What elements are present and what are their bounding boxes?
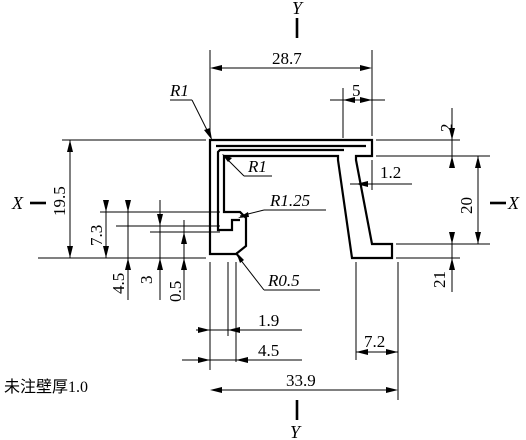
- y-axis-label-bottom: Y: [290, 422, 302, 440]
- dim-hook-small: 0.5: [166, 281, 185, 302]
- arrow-head: [103, 246, 109, 258]
- dim-hook-offset: 4.5: [109, 273, 128, 294]
- dim-top-thickness: 2: [437, 124, 456, 133]
- arrow-head: [210, 65, 222, 71]
- dim-right-height: 20: [457, 197, 476, 214]
- arrow-head: [343, 97, 355, 103]
- dim-bottom-flange: 7.2: [364, 332, 385, 351]
- arrow-head: [157, 258, 163, 270]
- arrow-head: [449, 232, 455, 244]
- radius-r1-outer: R1: [169, 81, 189, 100]
- arrow-head: [356, 349, 368, 355]
- dim-lip-width: 5: [352, 81, 361, 100]
- dim-hook-gap: 3: [137, 276, 156, 285]
- arrow-head: [210, 387, 222, 393]
- arrow-head: [475, 156, 481, 168]
- dim-lip-step: 1.2: [380, 163, 401, 182]
- wall-thickness-note: 未注壁厚1.0: [4, 377, 88, 396]
- arrow-head: [198, 327, 210, 333]
- profile-outer-outline: [208, 138, 394, 260]
- arrow-head: [449, 156, 455, 168]
- arrow-head: [386, 349, 398, 355]
- arrow-head: [67, 140, 73, 152]
- radius-r05: R0.5: [267, 271, 300, 290]
- arrow-head: [125, 200, 131, 212]
- arrow-head: [204, 128, 212, 140]
- radius-r125: R1.25: [269, 191, 310, 210]
- arrow-head: [236, 357, 248, 363]
- arrow-head: [67, 246, 73, 258]
- arrow-head: [157, 214, 163, 226]
- dim-top-width: 28.7: [272, 49, 302, 68]
- dim-overall-width: 33.9: [286, 371, 316, 390]
- x-axis-label-left: X: [11, 193, 24, 213]
- x-axis-label-right: X: [507, 193, 520, 213]
- dim-bottom-inner: 1.9: [258, 311, 279, 330]
- arrow-head: [475, 232, 481, 244]
- arrow-head: [238, 212, 249, 218]
- arrow-head: [228, 327, 240, 333]
- dim-bottom-thickness: 21: [430, 271, 449, 288]
- dim-bottom-offset: 4.5: [258, 341, 279, 360]
- arrow-head: [236, 252, 244, 263]
- arrow-head: [356, 181, 368, 187]
- arrow-head: [198, 357, 210, 363]
- radius-r1-inner: R1: [247, 157, 267, 176]
- arrow-head: [386, 387, 398, 393]
- arrow-head: [449, 258, 455, 270]
- arrow-head: [103, 200, 109, 212]
- arrow-head: [181, 258, 187, 270]
- arrow-head: [360, 65, 372, 71]
- arrow-head: [360, 97, 372, 103]
- arrow-head: [449, 128, 455, 140]
- profile-inner-wall: [216, 144, 366, 232]
- arrow-head: [125, 258, 131, 270]
- arrow-head: [181, 232, 187, 244]
- arrow-head: [222, 154, 232, 162]
- dim-left-height: 19.5: [50, 186, 69, 216]
- dim-hook-height: 7.3: [87, 225, 106, 246]
- y-axis-label-top: Y: [292, 0, 304, 18]
